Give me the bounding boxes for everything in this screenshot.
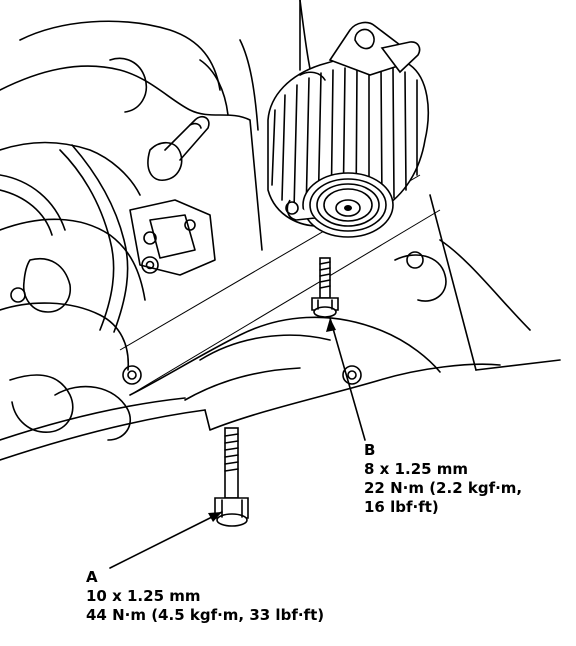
bolt-a-icon [214,427,249,527]
engine-block-icon [0,20,263,441]
callout-b-torque-line2: 16 lbf·ft) [364,498,439,516]
leader-line-b [326,317,366,441]
callout-b-size: 8 x 1.25 mm [364,460,469,478]
pulley-icon [302,172,394,238]
bracket-icon [0,0,561,461]
leader-line-a [109,511,223,569]
bolt-b-icon [311,257,339,318]
callout-a-size: 10 x 1.25 mm [86,587,201,605]
callout-a-torque: 44 N·m (4.5 kgf·m, 33 lbf·ft) [86,606,325,624]
callout-b-torque-line1: 22 N·m (2.2 kgf·m, [364,479,523,497]
callout-b-letter: B [364,441,376,459]
callout-a: A 10 x 1.25 mm 44 N·m (4.5 kgf·m, 33 lbf… [86,568,324,625]
alternator-icon [267,21,430,238]
callout-b: B 8 x 1.25 mm 22 N·m (2.2 kgf·m, 16 lbf·… [364,441,522,517]
callout-a-letter: A [86,568,98,586]
